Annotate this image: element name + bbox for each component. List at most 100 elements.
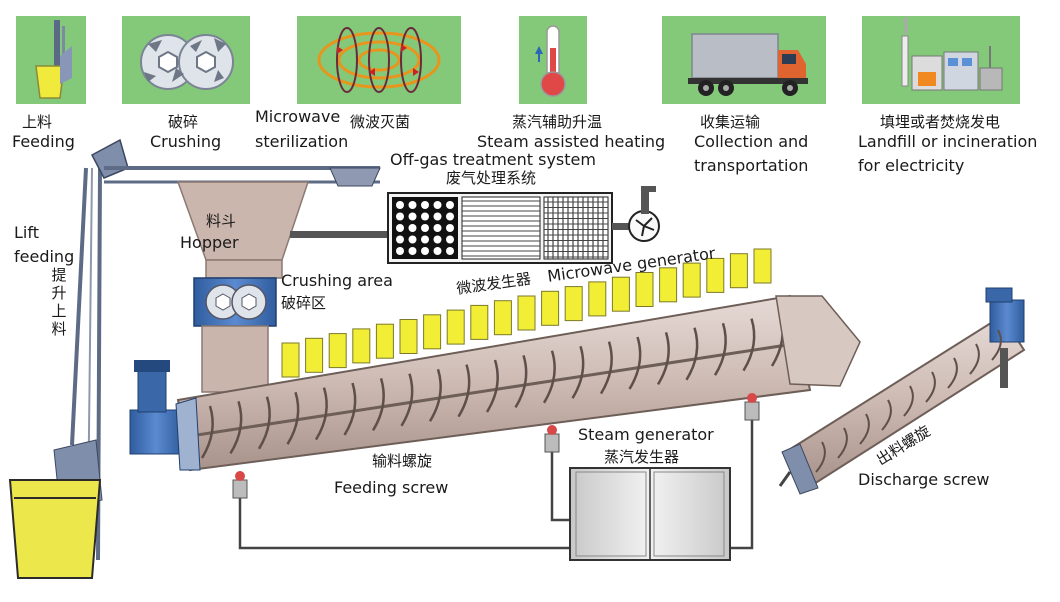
lift-label-zh: 提升上料: [51, 266, 67, 338]
microwave-generator: [659, 267, 678, 303]
step-transport-en2: transportation: [694, 156, 809, 175]
step-microwave-en1: Microwave: [255, 107, 341, 126]
microwave-generator: [517, 295, 536, 331]
screw-flight: [229, 401, 243, 455]
microwave-generator: [470, 304, 489, 340]
screw-flight: [991, 329, 1002, 361]
step-feeding-zh: 上料: [22, 113, 53, 131]
discharge-screw: [778, 287, 1026, 495]
power-plant-icon: [901, 16, 1003, 91]
screw-flight: [713, 322, 727, 376]
lift-bin-icon: [35, 20, 72, 99]
filter-hole: [433, 212, 442, 221]
crusher-rollers-icon: [140, 34, 234, 90]
microwave-generator: [611, 276, 630, 312]
filter-hole: [408, 247, 417, 255]
discharge-label-en: Discharge screw: [858, 470, 990, 489]
step-steam-zh: 蒸汽辅助升温: [512, 113, 603, 131]
filter-hole: [396, 247, 404, 255]
microwave-generator: [753, 248, 772, 284]
step-landfill-en2: for electricity: [858, 156, 965, 175]
microwave-generator: [493, 300, 512, 336]
screw-flight: [400, 373, 414, 427]
screw-flight: [514, 355, 528, 409]
microwave-generator: [446, 309, 465, 345]
hopper-label-zh: 料斗: [206, 212, 237, 230]
microwave-generator-row: [281, 248, 772, 378]
screw-flight: [628, 336, 642, 390]
drive-motor-left: [129, 360, 201, 471]
filter-hole: [396, 224, 404, 232]
filter-hole: [421, 224, 429, 232]
step-transport-zh: 收集运输: [700, 113, 761, 131]
screw-flight: [859, 413, 870, 445]
crusher-chute: [201, 325, 269, 393]
screw-flight: [947, 357, 958, 389]
microwave-generator: [305, 337, 324, 373]
filter-hole: [396, 201, 404, 209]
filter-hole: [408, 212, 417, 221]
screw-flight: [200, 405, 214, 459]
step-microwave-en2: sterilization: [255, 132, 349, 151]
filter-hole: [446, 201, 454, 209]
filter-hole: [421, 201, 429, 209]
crushing-area-label-zh: 破碎区: [281, 294, 327, 312]
filter-hole: [446, 235, 454, 244]
microwave-generator: [375, 323, 394, 359]
filter-hole: [421, 235, 429, 244]
steam-valves: [232, 393, 760, 499]
offgas-duct: [290, 231, 392, 238]
screw-flight: [286, 391, 300, 445]
filter-hole: [433, 201, 442, 209]
filter-hole: [408, 224, 417, 232]
step-crushing-zh: 破碎: [168, 113, 199, 131]
lift-label-en1: Lift: [14, 223, 39, 242]
screw-flight: [742, 318, 756, 372]
filter-hole: [446, 224, 454, 232]
microwave-generator: [352, 328, 371, 364]
exhaust-fan: [612, 186, 660, 242]
filter-hole: [446, 212, 454, 221]
incineration-tile: [862, 16, 1020, 104]
microwave-generator: [729, 253, 748, 289]
step-landfill-zh: 填埋或者焚烧发电: [880, 113, 1001, 131]
screw-flight: [881, 399, 892, 431]
filter-hole: [408, 235, 417, 244]
screw-flight: [837, 427, 848, 459]
microwave-generator: [588, 281, 607, 317]
thermometer-icon: [535, 25, 566, 97]
filter-hole: [421, 212, 429, 221]
offgas-label-en: Off-gas treatment system: [390, 150, 596, 169]
screw-flight: [925, 371, 936, 403]
lift-label-en2: feeding: [14, 247, 75, 266]
screw-flight: [685, 327, 699, 381]
filter-hole: [396, 212, 404, 221]
step-feeding-en: Feeding: [12, 132, 75, 151]
step-steam-en: Steam assisted heating: [477, 132, 666, 151]
screw-flight: [571, 345, 585, 399]
microwave-generator: [281, 342, 300, 378]
step-transport-en1: Collection and: [694, 132, 809, 151]
hopper-label-en: Hopper: [180, 233, 239, 252]
microwave-tile: [297, 16, 461, 104]
feeding-screw-label-zh: 输料螺旋: [372, 452, 433, 470]
transfer-hood: [775, 295, 861, 387]
screw-flight: [969, 343, 980, 375]
offgas-unit: [387, 192, 613, 264]
screw-flight: [343, 382, 357, 436]
screw-flight: [542, 350, 556, 404]
lift-bin: [8, 479, 102, 579]
crushing-area-label-en: Crushing area: [281, 271, 393, 290]
filter-hole: [408, 201, 417, 209]
screw-flight: [371, 378, 385, 432]
steam-generator-label-zh: 蒸汽发生器: [604, 448, 680, 466]
screw-flight: [257, 396, 271, 450]
steam-piping: [238, 410, 754, 550]
filter-hole: [433, 235, 442, 244]
hopper: [176, 181, 310, 279]
transport-tile: [662, 16, 826, 104]
microwave-generator: [399, 319, 418, 354]
filter-hole: [396, 235, 404, 244]
filter-hole: [421, 247, 429, 255]
